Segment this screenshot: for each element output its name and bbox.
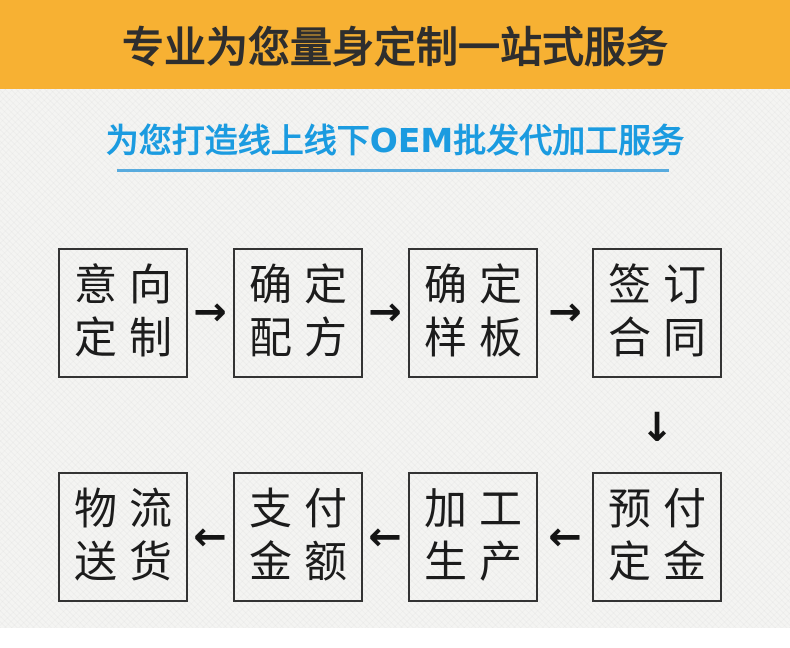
step-label-line: 样板 [424, 314, 534, 364]
step-label-line: 预付 [608, 485, 718, 535]
textured-background [0, 89, 790, 628]
step-logistics-delivery: 物流 送货 [58, 472, 188, 602]
step-label-line: 金额 [249, 538, 359, 588]
step-label-line: 定制 [74, 314, 184, 364]
bottom-white-strip [0, 628, 790, 648]
step-label-line: 生产 [424, 538, 534, 588]
step-label-line: 配方 [249, 314, 359, 364]
step-confirm-sample: 确定 样板 [408, 248, 538, 378]
step-label-line: 物流 [74, 485, 184, 535]
step-label-line: 确定 [424, 261, 534, 311]
step-label-line: 加工 [424, 485, 534, 535]
arrow-down-icon: ↓ [640, 405, 674, 451]
step-processing-production: 加工 生产 [408, 472, 538, 602]
step-intent-customize: 意向 定制 [58, 248, 188, 378]
step-label-line: 签订 [608, 261, 718, 311]
subtitle-text: 为您打造线上线下OEM批发代加工服务 [105, 121, 685, 160]
arrow-right-icon: → [548, 289, 582, 335]
step-sign-contract: 签订 合同 [592, 248, 722, 378]
arrow-left-icon: ← [193, 514, 227, 560]
step-label-line: 合同 [608, 314, 718, 364]
step-confirm-formula: 确定 配方 [233, 248, 363, 378]
step-prepay-deposit: 预付 定金 [592, 472, 722, 602]
arrow-right-icon: → [368, 289, 402, 335]
step-label-line: 定金 [608, 538, 718, 588]
subtitle-underline [117, 169, 669, 172]
step-label-line: 支付 [249, 485, 359, 535]
step-label-line: 送货 [74, 538, 184, 588]
arrow-right-icon: → [193, 289, 227, 335]
arrow-left-icon: ← [368, 514, 402, 560]
page-title: 专业为您量身定制一站式服务 [121, 23, 668, 72]
step-label-line: 意向 [74, 261, 184, 311]
step-label-line: 确定 [249, 261, 359, 311]
header-banner: 专业为您量身定制一站式服务 [0, 0, 790, 89]
arrow-left-icon: ← [548, 514, 582, 560]
step-pay-amount: 支付 金额 [233, 472, 363, 602]
